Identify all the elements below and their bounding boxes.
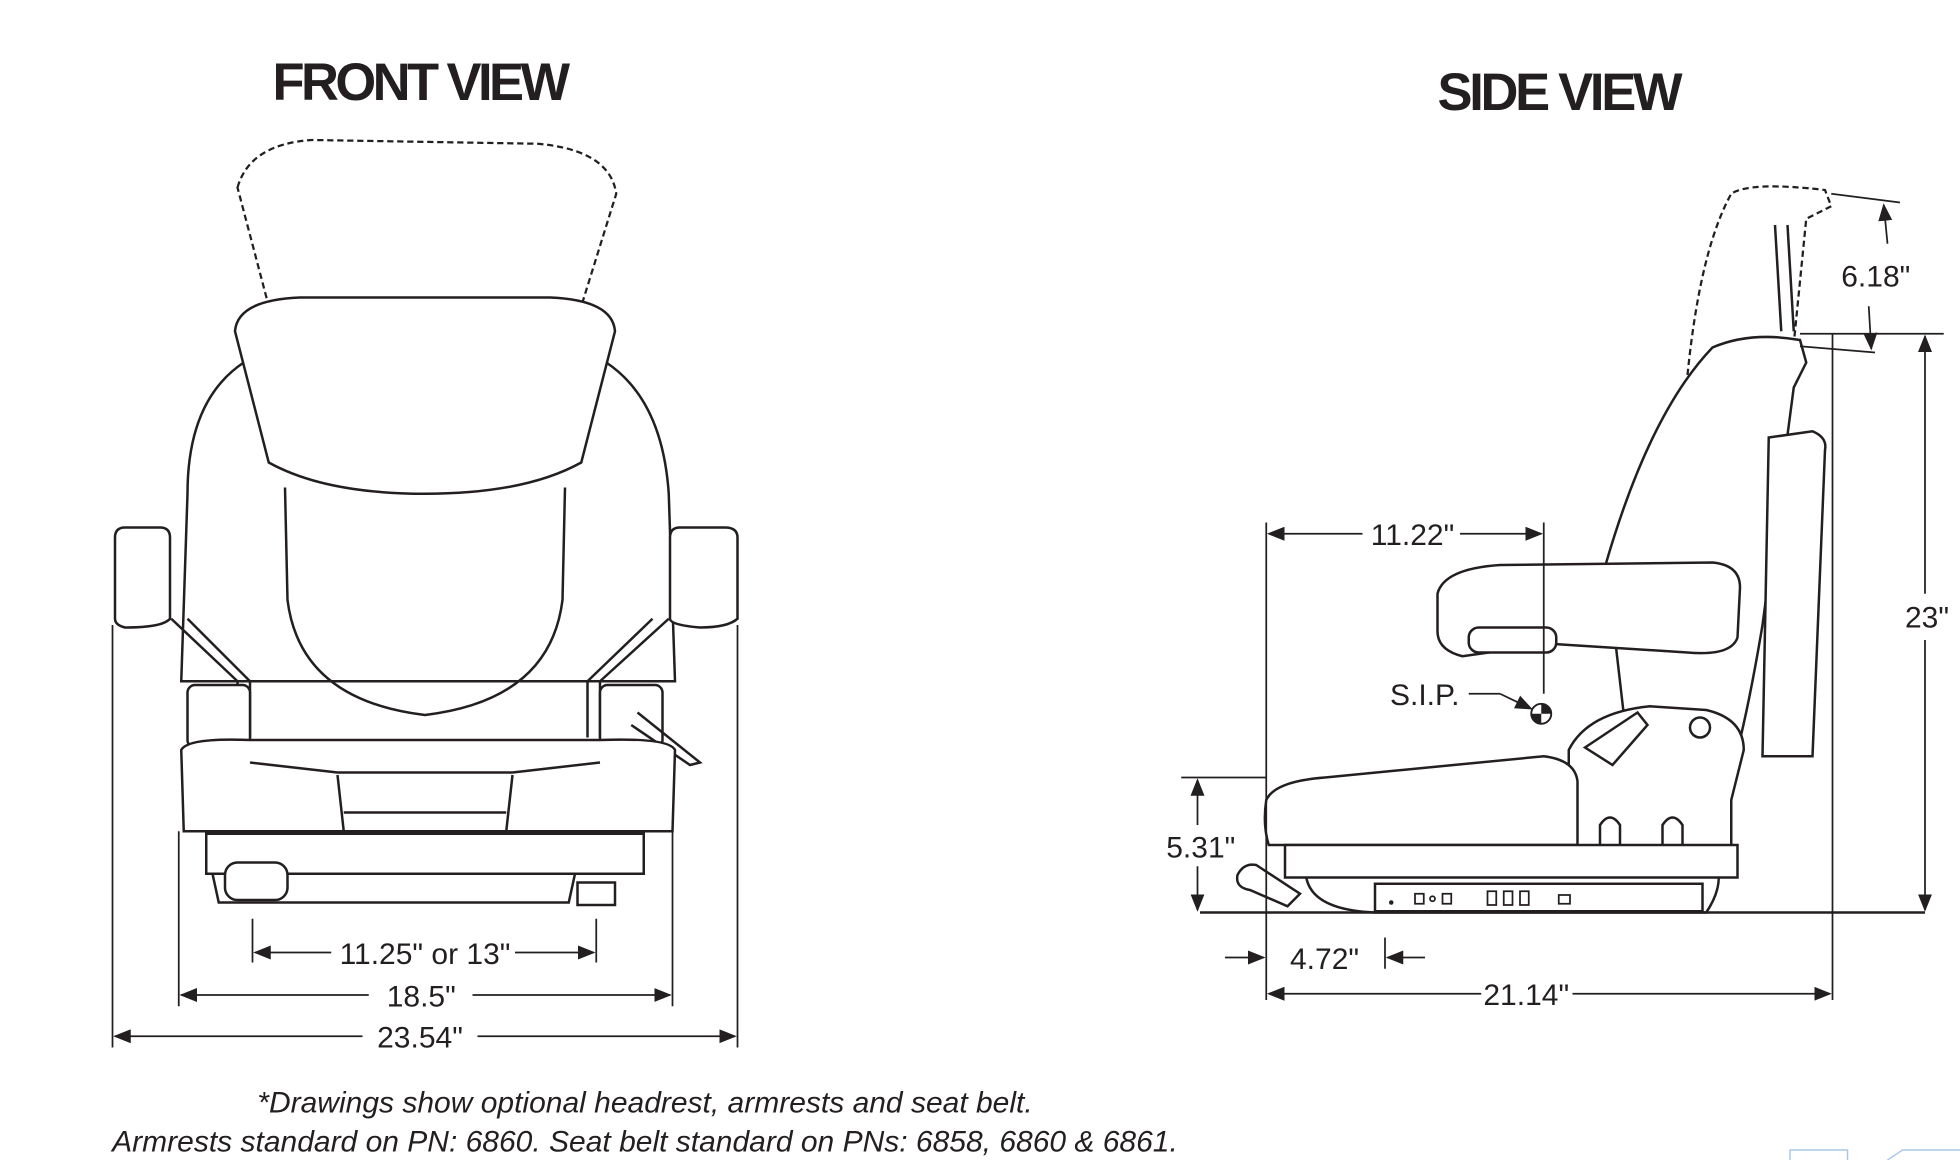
front-headrest — [233, 296, 617, 496]
optional-headrest-outline — [236, 138, 618, 367]
footnote-line-1: *Drawings show optional headrest, armres… — [257, 1087, 1032, 1120]
front-seat-cushion — [179, 738, 677, 833]
front-seat-drawing — [113, 138, 739, 907]
dimension-overall-depth: 21.14" — [1483, 979, 1569, 1012]
side-dimension-lines: 11.22" S.I.P. 6.18" 23" 5.31" 4.72" 21.1… — [1166, 192, 1949, 1012]
corner-ui-fragment — [1789, 1149, 1960, 1160]
side-back-panel — [1761, 429, 1827, 758]
front-left-armrest — [113, 526, 172, 629]
front-right-armrest — [668, 526, 739, 629]
front-view: FRONT VIEW 11.25" or 13" 1 — [111, 53, 739, 1055]
sip-label: S.I.P. — [1390, 679, 1460, 712]
dimension-mount-width: 11.25" or 13" — [340, 938, 511, 971]
dimension-seat-height: 5.31" — [1166, 832, 1235, 865]
side-seat-cushion — [1263, 754, 1579, 847]
dimension-overall-height: 23" — [1905, 602, 1949, 635]
dimension-overall-width: 23.54" — [377, 1022, 463, 1055]
footnote-line-2: Armrests standard on PN: 6860. Seat belt… — [110, 1125, 1178, 1158]
side-view: SIDE VIEW 11.22" — [1166, 63, 1949, 1012]
dimension-front-offset: 4.72" — [1290, 943, 1359, 976]
side-mechanism — [1567, 704, 1746, 849]
side-lever — [1235, 863, 1302, 908]
front-dimension-lines: 11.25" or 13" 18.5" 23.54" — [111, 625, 739, 1055]
dimension-headrest-adjust: 6.18" — [1841, 260, 1910, 293]
side-seat-belt — [1582, 710, 1650, 767]
side-base-plate — [1283, 843, 1739, 879]
sip-marker-icon — [1530, 702, 1553, 725]
side-view-title: SIDE VIEW — [1438, 63, 1683, 122]
dimension-sip-depth: 11.22" — [1371, 519, 1455, 552]
front-view-title: FRONT VIEW — [273, 53, 571, 112]
optional-headrest-outline-side — [1686, 185, 1833, 376]
dimension-seat-width: 18.5" — [387, 980, 456, 1013]
side-seat-drawing — [1200, 185, 1925, 914]
front-lever — [223, 861, 289, 902]
